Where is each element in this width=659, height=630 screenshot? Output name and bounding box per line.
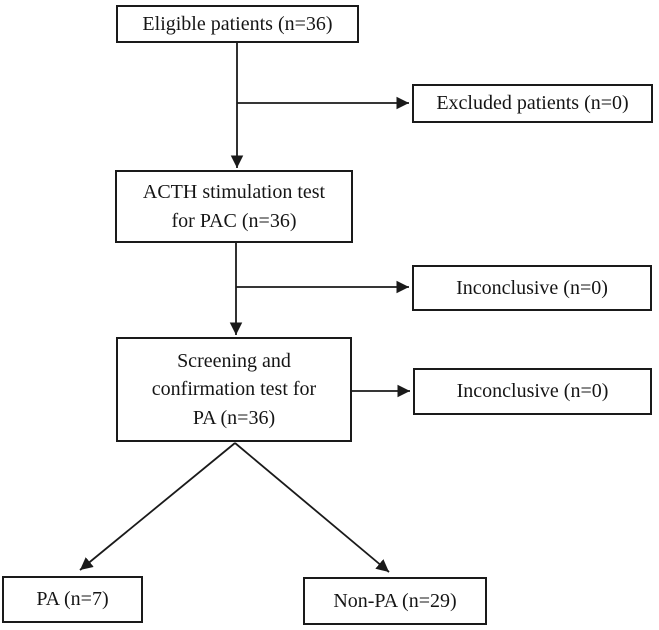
- node-excluded-patients: Excluded patients (n=0): [412, 84, 653, 123]
- node-eligible-patients-label: Eligible patients (n=36): [142, 12, 333, 35]
- node-acth-stimulation-test-label: ACTH stimulation test for PAC (n=36): [142, 181, 326, 232]
- node-screening-confirmation-test: Screening and confirmation test for PA (…: [116, 337, 352, 442]
- node-eligible-patients: Eligible patients (n=36): [116, 5, 359, 43]
- node-inconclusive-1-label: Inconclusive (n=0): [456, 276, 608, 299]
- edge-screening-to-nonpa: [234, 442, 390, 573]
- node-inconclusive-1: Inconclusive (n=0): [412, 265, 652, 311]
- edge-screening-to-pa: [79, 442, 236, 571]
- node-pa-label: PA (n=7): [36, 588, 109, 611]
- node-non-pa: Non-PA (n=29): [303, 577, 487, 625]
- node-inconclusive-2-label: Inconclusive (n=0): [456, 380, 609, 403]
- node-acth-stimulation-test: ACTH stimulation test for PAC (n=36): [115, 170, 353, 243]
- node-pa: PA (n=7): [2, 576, 143, 623]
- node-screening-confirmation-test-label: Screening and confirmation test for PA (…: [151, 349, 317, 429]
- node-inconclusive-2: Inconclusive (n=0): [413, 368, 652, 415]
- node-non-pa-label: Non-PA (n=29): [333, 589, 457, 612]
- node-excluded-patients-label: Excluded patients (n=0): [436, 92, 629, 115]
